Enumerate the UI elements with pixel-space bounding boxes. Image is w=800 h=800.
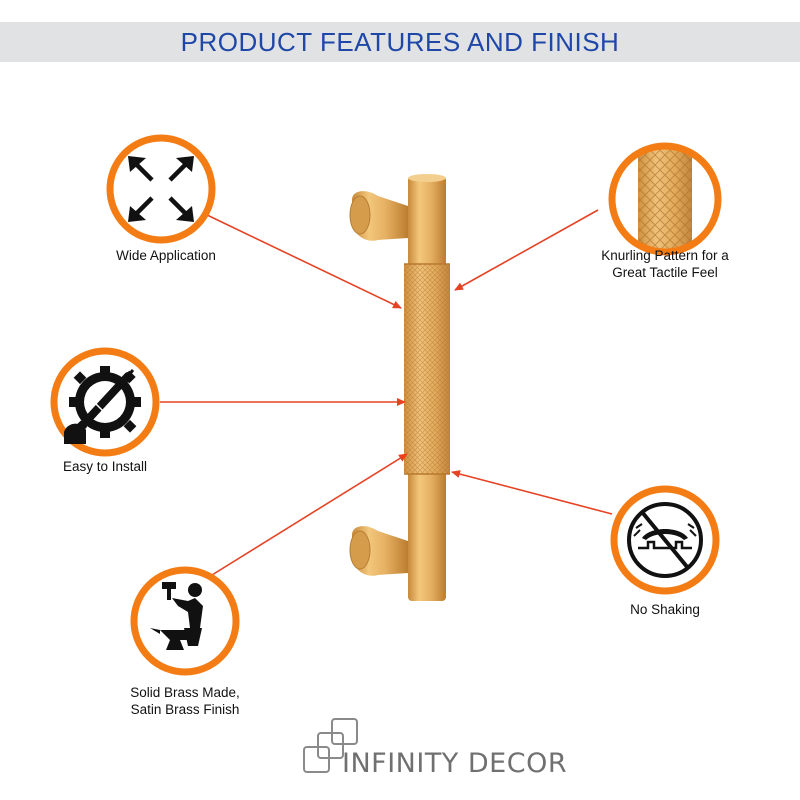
feature-easy-to-install [50,347,160,457]
no-shaking-icon [627,502,703,578]
pull-handle-image [349,174,450,601]
feature-wide-application [106,134,216,244]
arrow-no-shaking [451,470,613,515]
header-banner: PRODUCT FEATURES AND FINISH [0,22,800,62]
pointer-arrows [160,209,613,576]
knurled-texture-icon [638,146,692,252]
brand-logo-mark [303,718,358,773]
arrow-wide-application [204,213,402,309]
label-easy-to-install: Easy to Install [62,459,148,474]
label-no-shaking: No Shaking [630,602,700,617]
arrow-knurling [454,209,599,291]
screwdriver-gear-icon [64,366,141,444]
feature-knurling-pattern [608,142,722,256]
page-title: PRODUCT FEATURES AND FINISH [180,26,620,57]
expand-arrows-icon [128,156,194,222]
feature-no-shaking [610,485,720,595]
label-solid-brass: Solid Brass Made, Satin Brass Finish [130,685,240,717]
brand-name: INFINITY DECOR [342,748,568,779]
label-wide-application: Wide Application [116,248,216,263]
feature-solid-brass [130,566,240,676]
label-knurling-pattern: Knurling Pattern for a Great Tactile Fee… [601,248,729,280]
blacksmith-anvil-icon [150,582,203,650]
arrow-solid-brass [211,453,408,576]
